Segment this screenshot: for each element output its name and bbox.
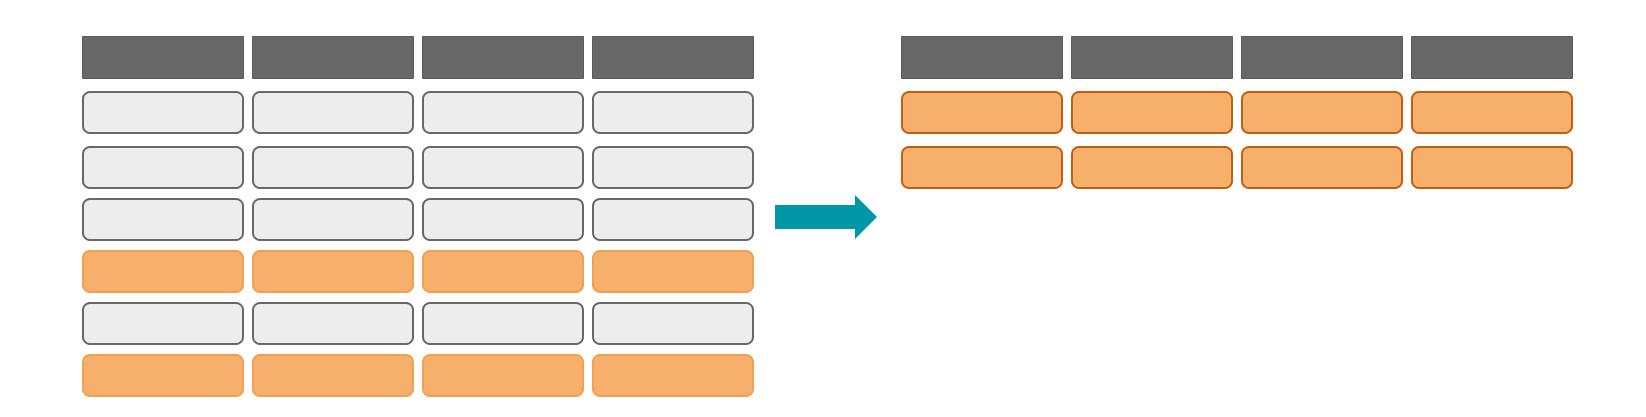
header-cell xyxy=(82,36,244,79)
highlighted-cell xyxy=(422,250,584,293)
table-cell xyxy=(422,91,584,134)
highlighted-cell xyxy=(1241,91,1403,134)
table-cell xyxy=(422,302,584,345)
highlighted-cell xyxy=(901,146,1063,189)
highlighted-cell xyxy=(592,250,754,293)
table-cell xyxy=(252,198,414,241)
table-cell xyxy=(82,302,244,345)
table-cell xyxy=(592,91,754,134)
table-cell xyxy=(82,146,244,189)
table-cell xyxy=(252,302,414,345)
header-cell xyxy=(1411,36,1573,79)
table-cell xyxy=(592,198,754,241)
highlighted-cell xyxy=(82,250,244,293)
table-cell xyxy=(252,91,414,134)
table-cell xyxy=(592,302,754,345)
header-cell xyxy=(1071,36,1233,79)
highlighted-cell xyxy=(1241,146,1403,189)
highlighted-cell xyxy=(592,354,754,397)
table-cell xyxy=(82,198,244,241)
header-cell xyxy=(901,36,1063,79)
highlighted-cell xyxy=(1411,146,1573,189)
header-cell xyxy=(592,36,754,79)
table-cell xyxy=(592,146,754,189)
highlighted-cell xyxy=(422,354,584,397)
highlighted-cell xyxy=(901,91,1063,134)
highlighted-cell xyxy=(252,354,414,397)
table-cell xyxy=(422,146,584,189)
highlighted-cell xyxy=(1411,91,1573,134)
table-cell xyxy=(422,198,584,241)
highlighted-cell xyxy=(82,354,244,397)
table-cell xyxy=(82,91,244,134)
right-arrow-icon xyxy=(775,195,877,239)
highlighted-cell xyxy=(1071,146,1233,189)
table-cell xyxy=(252,146,414,189)
highlighted-cell xyxy=(1071,91,1233,134)
arrow-shape xyxy=(775,195,877,239)
header-cell xyxy=(1241,36,1403,79)
header-cell xyxy=(252,36,414,79)
highlighted-cell xyxy=(252,250,414,293)
header-cell xyxy=(422,36,584,79)
